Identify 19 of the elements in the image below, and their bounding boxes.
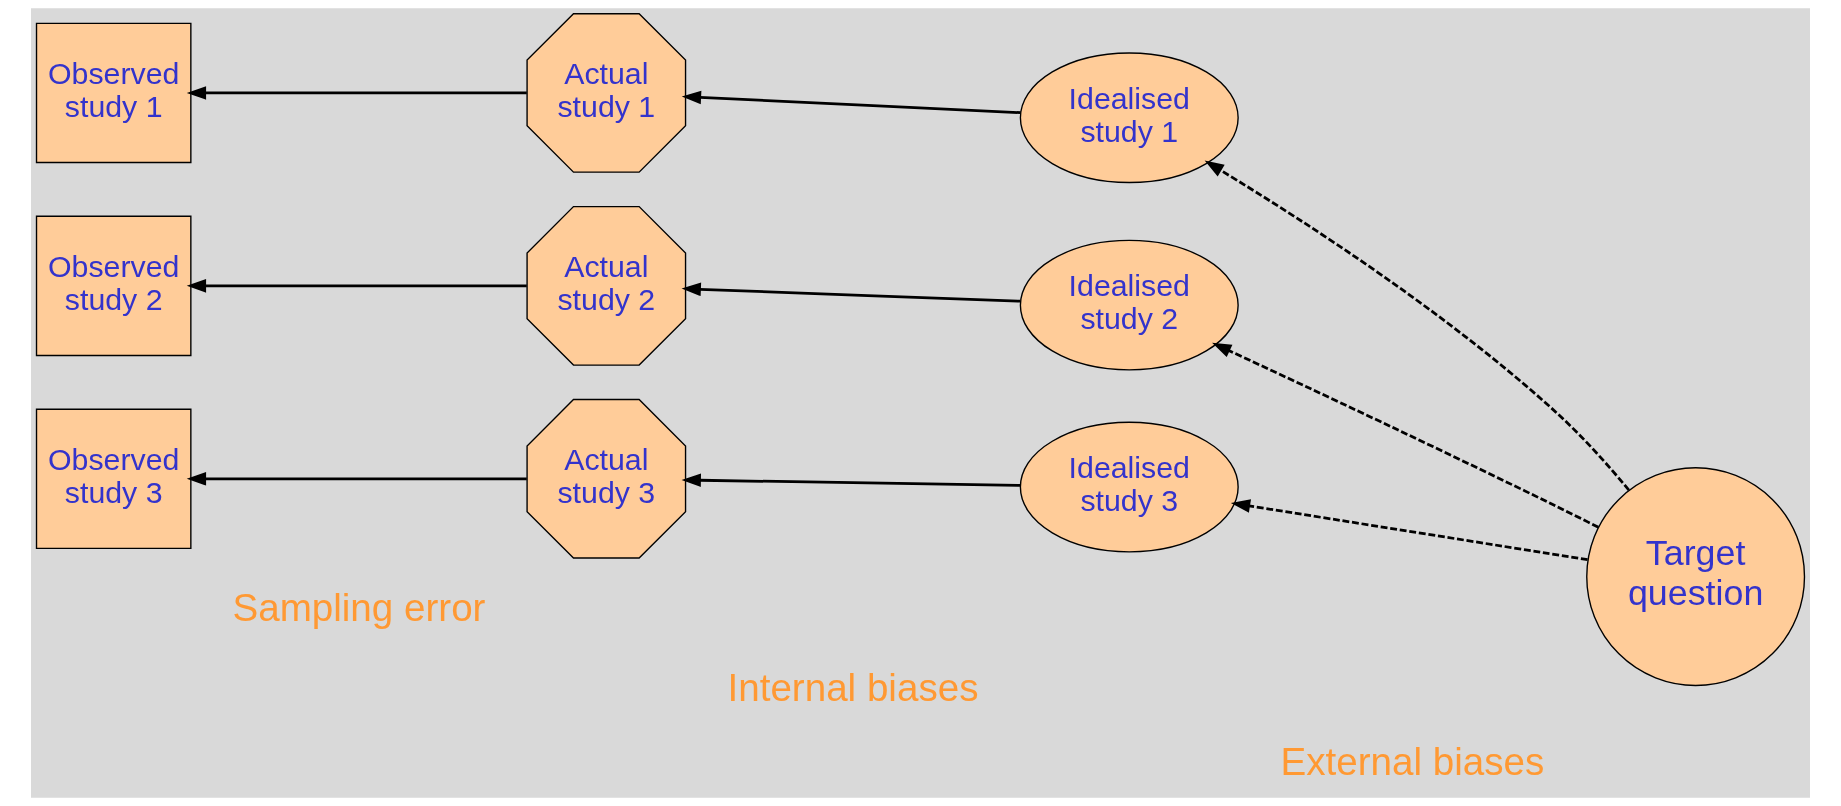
- node-box: Observed study 2: [35, 215, 192, 357]
- node-ellipse: Idealised study 2: [1019, 239, 1239, 371]
- arrow: [681, 90, 1021, 114]
- node-circle: Target question: [1586, 467, 1806, 687]
- arrow: [186, 86, 527, 100]
- label: Internal biases: [727, 665, 979, 709]
- node-box: Observed study 3: [35, 408, 192, 550]
- node-ellipse: Idealised study 3: [1019, 421, 1239, 553]
- arrow: [186, 279, 527, 293]
- arrow: [186, 472, 527, 486]
- arrow: [1230, 499, 1588, 562]
- arrow: [681, 282, 1021, 303]
- arrow: [1204, 160, 1630, 492]
- label: External biases: [1280, 739, 1545, 783]
- label: Sampling error: [232, 585, 486, 629]
- node-box: Observed study 1: [35, 22, 192, 164]
- node-ellipse: Idealised study 1: [1019, 52, 1239, 184]
- arrow: [1212, 342, 1600, 529]
- arrow: [681, 473, 1021, 488]
